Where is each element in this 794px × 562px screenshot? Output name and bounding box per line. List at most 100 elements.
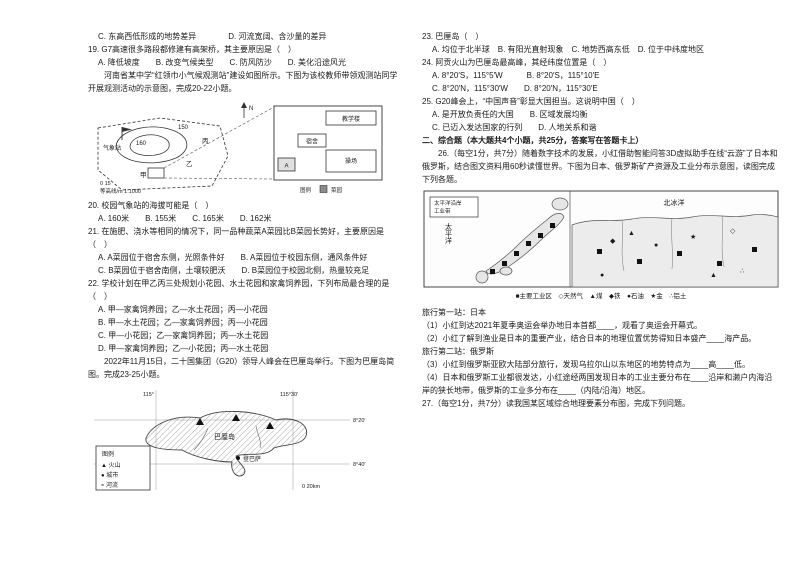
arctic-ocean-label: 北冰洋 bbox=[664, 198, 685, 207]
question-22-option-a: A. 甲—家禽饲养园；乙—水土花园；丙—小花园 bbox=[98, 305, 268, 314]
denpasar-label: 登巴萨 bbox=[243, 455, 261, 463]
passage-weather-station: 河南省某中学“红领巾小气候观测站”建设如图所示。下图为该校教师带领观测站同学开展… bbox=[88, 71, 398, 93]
denpasar-city-marker bbox=[236, 456, 240, 460]
latitude-label-1: 8°20′ bbox=[353, 418, 365, 424]
question-24: 24. 阿贡火山为巴厘岛最高峰，其经纬度位置是（ ） bbox=[422, 58, 612, 67]
question-20-options: A. 160米 B. 155米 C. 165米 D. 162米 bbox=[98, 214, 272, 223]
point-jia-label: 甲 bbox=[140, 171, 147, 179]
bali-legend-river: ≈ 河流 bbox=[101, 481, 118, 489]
question-26-3: （3）小红到俄罗斯亚欧大陆部分旅行，发现乌拉尔山以东地区的地势特点为____高_… bbox=[422, 360, 751, 369]
japan-industrial-zones bbox=[490, 223, 555, 274]
scale-note: 等高线/m 1:1000 bbox=[100, 187, 141, 195]
trip-stop-2: 旅行第二站：俄罗斯 bbox=[422, 347, 494, 356]
svg-text:●: ● bbox=[654, 242, 658, 249]
callout-line-bottom bbox=[163, 177, 275, 180]
bali-legend: 图例 ▲ 火山 ● 城市 ≈ 河流 bbox=[95, 445, 151, 491]
figure-bali-map: 115° 115°30′ 8°20′ 8°40′ 巴厘岛 登巴萨 bbox=[94, 390, 365, 491]
question-23: 23. 巴厘岛（ ） bbox=[422, 32, 484, 41]
question-22-option-c: C. 甲—小花园；乙—家禽饲养园；丙—水土花园 bbox=[98, 331, 269, 340]
campus-plan: 教学楼 宿舍 操场 A bbox=[273, 105, 383, 181]
japan-panel: 太平洋 太平洋沿岸 工业带 bbox=[429, 196, 569, 284]
svg-text:★: ★ bbox=[690, 233, 696, 241]
bali-scale: 0 20km bbox=[302, 484, 320, 490]
bali-island-shape bbox=[145, 410, 308, 477]
question-19-options: A. 降低坡度 B. 改变气候类型 C. 防风防沙 D. 美化沿途风光 bbox=[98, 58, 347, 67]
q18-options-cd: C. 东高西低形成的地势差异 D. 河流宽阔、含沙量的差异 bbox=[98, 32, 327, 41]
campus-legend-title: 图例 bbox=[300, 186, 312, 194]
weather-station-flag-icon bbox=[121, 127, 132, 140]
question-19: 19. G7高速很多路段都修建有高架桥，其主要原因是（ ） bbox=[88, 45, 297, 54]
svg-text:◇: ◇ bbox=[730, 228, 736, 235]
inset-line-2: 工业带 bbox=[434, 207, 451, 215]
question-26-intro: 26.（每空1分，共7分）随着数字技术的发展，小红借助智能问答3D虚拟助手在线“… bbox=[422, 149, 778, 184]
bali-legend-city: ● 城市 bbox=[101, 471, 118, 479]
question-23-options: A. 均位于北半球 B. 有阳光直射现象 C. 地势西高东低 D. 位于中纬度地… bbox=[432, 45, 705, 54]
north-label: N bbox=[249, 106, 253, 112]
question-24-options-cd: C. 8°20′N，115°30′W D. 8°20′N，115°30′E bbox=[432, 84, 598, 93]
bali-island-label: 巴厘岛 bbox=[214, 432, 235, 441]
dormitory-label: 宿舍 bbox=[306, 138, 318, 146]
contour-label-150: 150 bbox=[178, 125, 189, 131]
passage-g20-bali: 2022年11月15日，二十国集团（G20）领导人峰会在巴厘岛举行。下图为巴厘岛… bbox=[88, 357, 395, 379]
point-yi-label: 乙 bbox=[186, 160, 193, 168]
question-21-options-cd: C. B菜园位于宿舍南侧，土壤较肥沃 D. B菜园位于校园北侧，热量较充足 bbox=[98, 266, 370, 275]
teaching-building-label: 教学楼 bbox=[342, 115, 360, 123]
contour-label-160: 160 bbox=[136, 141, 147, 147]
svg-text:▲: ▲ bbox=[710, 272, 717, 279]
question-27: 27.（每空1分，共7分）读我国某区域综合地理要素分布图，完成下列问题。 bbox=[422, 399, 691, 408]
contour-lines bbox=[115, 126, 188, 164]
volcano-markers bbox=[196, 414, 274, 429]
question-26-2: （2）小红了解到渔业是日本的重要产业，结合日本的地理位置优势得知日本盛产____… bbox=[422, 334, 757, 343]
site-boundary bbox=[97, 117, 229, 191]
russia-rivers bbox=[621, 215, 725, 272]
question-24-options-ab: A. 8°20′S，115°5′W B. 8°20′S，115°10′E bbox=[432, 71, 600, 80]
map-inset-box: 太平洋沿岸 工业带 bbox=[429, 196, 479, 218]
bali-legend-title: 图例 bbox=[102, 450, 114, 458]
longitude-label-1: 115° bbox=[143, 392, 154, 398]
mineral-markers: ◆ ▲ ● ★ ◇ ∴ ▲ ● bbox=[600, 228, 745, 279]
question-25: 25. G20峰会上，“中国声音”彰显大国担当。这说明中国（ ） bbox=[422, 97, 640, 106]
north-arrow-icon: N bbox=[241, 102, 253, 118]
svg-text:◆: ◆ bbox=[610, 238, 616, 245]
question-22-option-d: D. 甲—家禽饲养园；乙—小花园；丙—水土花园 bbox=[98, 344, 269, 353]
inset-line-1: 太平洋沿岸 bbox=[434, 199, 462, 207]
question-21: 21. 在施肥、浇水等相同的情况下，同一品种蔬菜A菜园比B菜园长势好，主要原因是… bbox=[88, 227, 385, 249]
question-26-4: （4）日本和俄罗斯工业都很发达，小红途经两国发现日本的工业主要分布在____沿岸… bbox=[422, 373, 773, 395]
japan-russia-legend: ■主要工业区 ◇天然气 ▲煤 ◆铁 ●石油 ★金 ∴铝土 bbox=[516, 291, 687, 300]
garden-swatch bbox=[319, 185, 328, 193]
pacific-ocean-label: 太平洋 bbox=[445, 222, 453, 245]
figure-campus-contour-map: N 160 150 气象站 丙 乙 甲 bbox=[97, 102, 383, 195]
russia-industrial-zones bbox=[597, 247, 757, 266]
section-2-heading: 二、综合题（本大题共4个小题，共25分，答案写在答题卡上） bbox=[422, 136, 644, 145]
longitude-label-2: 115°30′ bbox=[280, 392, 298, 398]
svg-text:●: ● bbox=[600, 272, 604, 279]
playground-label: 操场 bbox=[345, 157, 357, 165]
hokkaido-island bbox=[551, 197, 569, 211]
zoomed-plot-rect bbox=[147, 167, 165, 179]
question-22: 22. 学校计划在甲乙丙三处规划小花园、水土花园和家禽饲养园，下列布局最合理的是… bbox=[88, 279, 390, 301]
scale-numbers: 0 15 bbox=[100, 181, 111, 187]
shikoku-island bbox=[499, 266, 513, 276]
figure-japan-russia-map: 太平洋 太平洋沿岸 工业带 bbox=[423, 190, 779, 300]
left-column: C. 东高西低形成的地势差异 D. 河流宽阔、含沙量的差异 19. G7高速很多… bbox=[88, 30, 400, 499]
question-21-options-ab: A. A菜园位于宿舍东侧，光照条件好 B. A菜园位于校园东侧，通风条件好 bbox=[98, 253, 368, 262]
rivers bbox=[193, 425, 261, 451]
question-25-options-ab: A. 是开放负责任的大国 B. 区域发展均衡 bbox=[432, 110, 588, 119]
latitude-label-2: 8°40′ bbox=[353, 462, 365, 468]
kyushu-island bbox=[475, 270, 489, 284]
campus-legend: 图例 菜园 bbox=[300, 185, 343, 194]
point-bing-label: 丙 bbox=[202, 137, 209, 145]
svg-text:▲: ▲ bbox=[628, 230, 635, 237]
bali-legend-volcano: ▲ 火山 bbox=[101, 461, 121, 469]
russia-panel: 北冰洋 ◆ ▲ ● ★ ◇ bbox=[571, 198, 779, 288]
plot-a-label: A bbox=[284, 164, 288, 170]
trip-stop-1: 旅行第一站：日本 bbox=[422, 308, 486, 317]
garden-label: 菜园 bbox=[331, 186, 343, 194]
callout-line-top bbox=[163, 106, 275, 169]
question-25-options-cd: C. 已迈入发达国家的行列 D. 人地关系和谐 bbox=[432, 123, 597, 132]
question-20: 20. 校园气象站的海拔可能是（ ） bbox=[88, 201, 214, 210]
weather-station-label: 气象站 bbox=[103, 144, 121, 152]
svg-text:∴: ∴ bbox=[740, 268, 745, 275]
question-26-1: （1）小红到达2021年夏季奥运会举办地日本首都____，观看了奥运会开幕式。 bbox=[422, 321, 703, 330]
